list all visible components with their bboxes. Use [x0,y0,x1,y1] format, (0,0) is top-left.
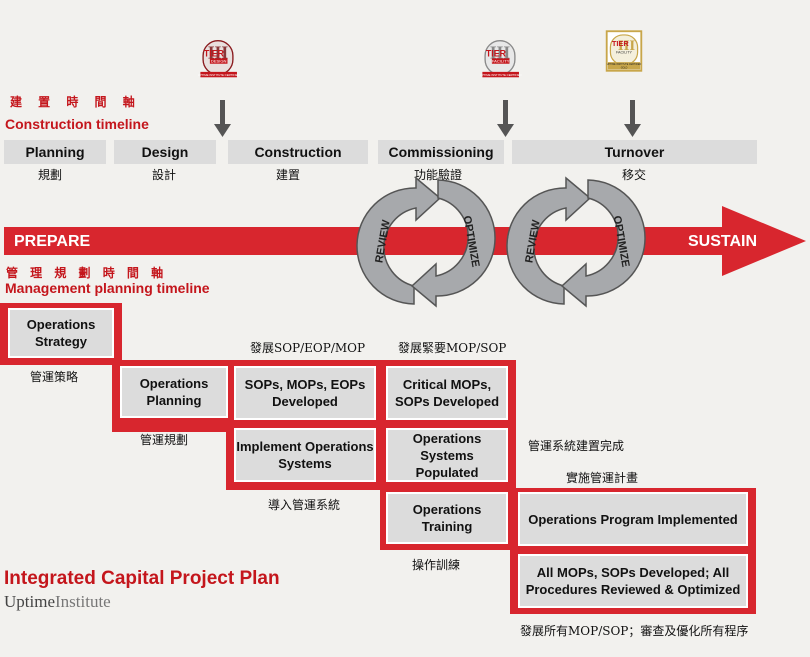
uptime-institute-logo: UptimeInstitute [4,592,111,612]
badge-footer-text: UPTIME INSTITUTE CERTIFIED [480,73,522,77]
construction-title-cjk: 建 置 時 間 軸 [10,95,141,109]
arrow-prepare-label: PREPARE [14,233,91,250]
badge-arrows [214,100,641,137]
badge-numeral: III [618,38,636,54]
arrow-sustain-label: SUSTAIN [688,233,758,250]
annotation-implement-systems: 導入管運系統 [268,498,341,512]
brand-uptime: Uptime [4,592,55,611]
annotation-systems-populated: 管運系統建置完成 [528,439,625,453]
box-operations-training: Operations Training [386,492,508,544]
prepare-sustain-arrow [4,206,806,276]
annotation-all-mops: 發展所有MOP/SOP；審查及優化所有程序 [520,624,749,638]
tier-iii-facility-badge-icon: III TIER FACILITY UPTIME INSTITUTE CERTI… [472,38,528,85]
annotation-program-implemented: 實施管運計畫 [566,471,639,485]
box-sops-developed: SOPs, MOPs, EOPs Developed [234,366,376,420]
badge-numeral: III [208,42,229,62]
annotation-ops-training: 操作訓練 [412,558,461,572]
annotation-sops-developed: 發展SOP/EOP/MOP [250,341,366,355]
box-implement-systems: Implement Operations Systems [234,428,376,482]
badge-tier-text: TIER [612,39,630,48]
annotation-ops-planning: 管運規劃 [140,433,189,447]
phase-turnover: Turnover [512,140,757,164]
phase-planning-cjk: 規劃 [38,168,63,182]
box-operations-strategy: Operations Strategy [8,308,114,358]
management-title: Management planning timeline [5,280,210,296]
badge-footer-text: UPTIME INSTITUTE CERTIFIED [607,64,642,66]
box-critical-mops: Critical MOPs, SOPs Developed [386,366,508,420]
annotation-critical-mops: 發展緊要MOP/SOP [398,341,507,355]
phase-commissioning: Commissioning [378,140,504,164]
phase-turnover-cjk: 移交 [622,168,647,182]
badge-sub-text: FACILITY [616,50,633,54]
phase-planning: Planning [4,140,106,164]
tier-iii-design-badge-icon: III TIER DESIGN UPTIME INSTITUTE CERTIFI… [190,38,246,85]
phase-commissioning-cjk: 功能驗證 [414,168,463,182]
box-systems-populated: Operations Systems Populated [386,428,508,482]
phase-construction: Construction [228,140,368,164]
phase-construction-cjk: 建置 [276,168,301,182]
management-title-cjk: 管 理 規 劃 時 間 軸 [6,266,168,280]
phase-design: Design [114,140,216,164]
footer-title: Integrated Capital Project Plan [4,568,280,589]
brand-institute: Institute [55,592,111,611]
construction-title: Construction timeline [5,116,149,132]
tier-iii-facility-gold-badge-icon: III TIER FACILITY UPTIME INSTITUTE CERTI… [596,30,652,77]
box-operations-planning: Operations Planning [120,366,228,418]
review-optimize-cycle-1-icon: REVIEW OPTIMIZE [356,176,496,308]
badge-sub-text: FACILITY [492,58,510,63]
badge-sub-text: DESIGN [211,58,227,63]
badge-gold-text: GOLD [621,67,628,69]
badge-footer-text: UPTIME INSTITUTE CERTIFIED [198,73,240,77]
box-all-mops: All MOPs, SOPs Developed; All Procedures… [518,554,748,608]
annotation-ops-strategy: 管運策略 [30,370,79,384]
badge-tier-text: TIER [204,48,225,58]
badge-tier-text: TIER [486,48,507,58]
phase-design-cjk: 設計 [152,168,177,182]
badge-numeral: III [490,42,511,62]
box-program-implemented: Operations Program Implemented [518,492,748,546]
review-optimize-cycle-2-icon: REVIEW OPTIMIZE [506,176,646,308]
